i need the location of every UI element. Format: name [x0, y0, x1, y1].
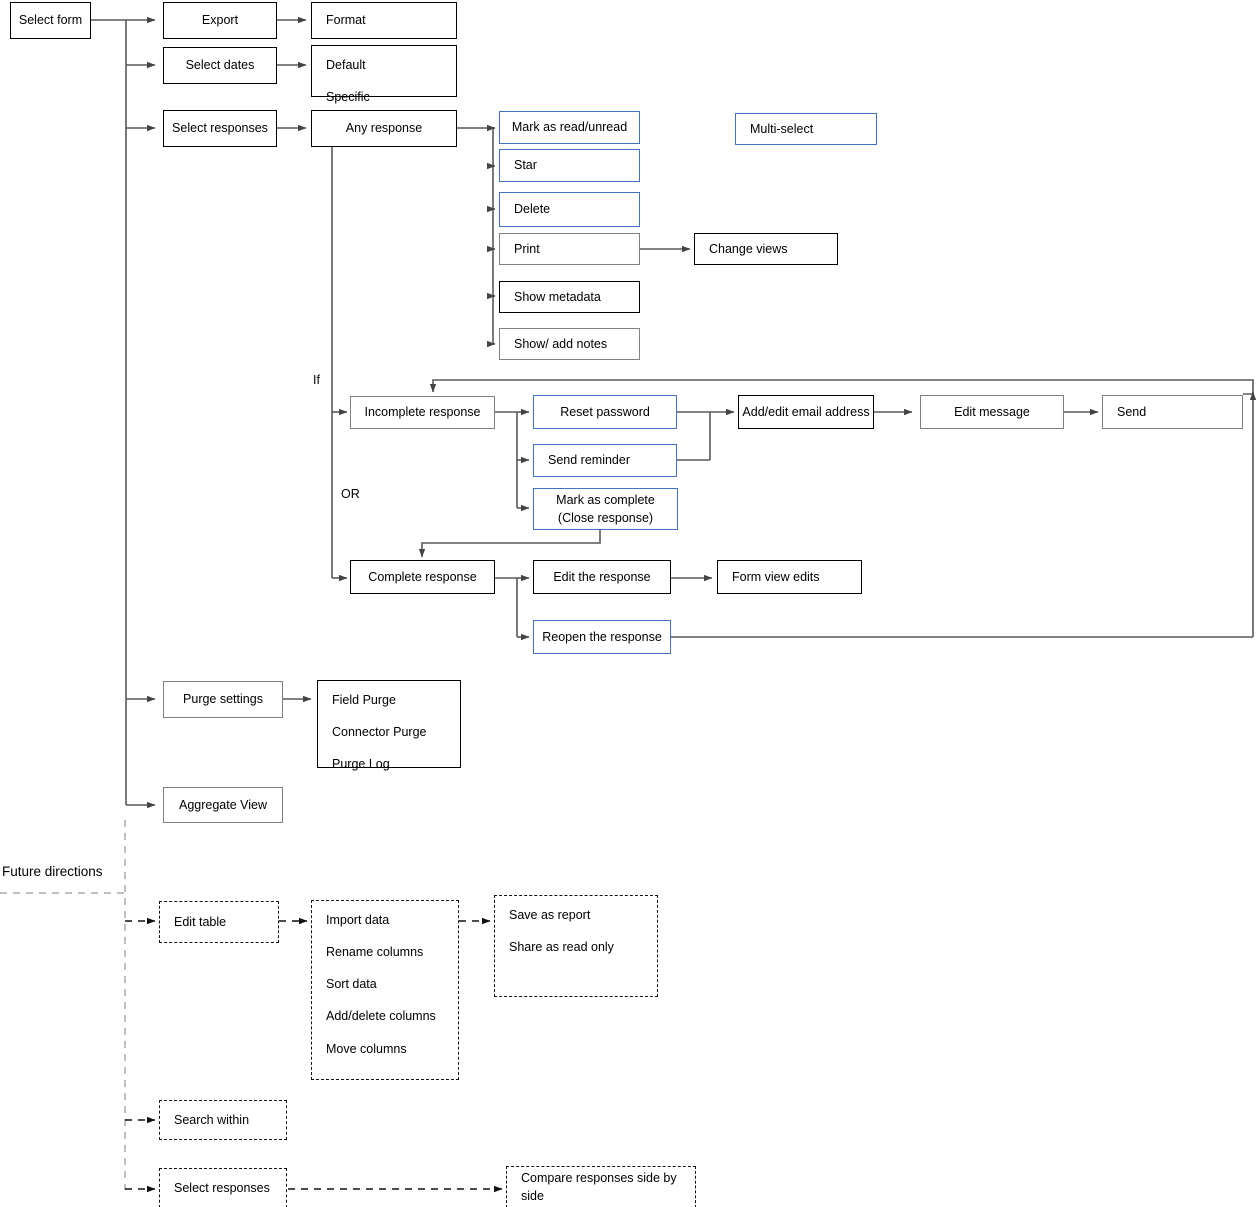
node-incomplete-response[interactable]: Incomplete response — [350, 396, 495, 429]
node-show-add-notes[interactable]: Show/ add notes — [499, 328, 640, 360]
node-reopen-the-response[interactable]: Reopen the response — [533, 620, 671, 654]
node-format[interactable]: Format — [311, 2, 457, 39]
node-purge-options[interactable]: Field Purge Connector Purge Purge Log — [317, 680, 461, 771]
node-label: Delete — [514, 202, 551, 217]
node-delete[interactable]: Delete — [499, 192, 640, 227]
node-label: Format — [326, 13, 366, 28]
node-label: Select form — [18, 13, 83, 28]
node-mark-as-complete[interactable]: Mark as complete (Close response) — [533, 488, 678, 530]
report-op-share-read-only: Share as read only — [509, 940, 614, 955]
node-select-dates[interactable]: Select dates — [163, 47, 277, 84]
node-label: Show/ add notes — [514, 336, 608, 351]
node-label: Any response — [345, 121, 423, 136]
node-label: Edit table — [174, 914, 227, 929]
node-label: Incomplete response — [364, 405, 481, 420]
node-select-form[interactable]: Select form — [10, 2, 91, 39]
node-select-responses[interactable]: Select responses — [163, 110, 277, 147]
node-label: Change views — [709, 241, 788, 256]
node-label: Add/edit email address — [742, 404, 870, 419]
node-label: Form view edits — [732, 569, 820, 584]
node-export[interactable]: Export — [163, 2, 277, 39]
date-option-specific: Specific — [326, 90, 370, 105]
node-complete-response[interactable]: Complete response — [350, 560, 495, 594]
node-edit-message[interactable]: Edit message — [920, 395, 1064, 429]
node-date-options[interactable]: Default Specific — [311, 45, 457, 104]
node-aggregate-view[interactable]: Aggregate View — [163, 787, 283, 823]
node-label: Show metadata — [514, 289, 601, 304]
node-select-responses-future[interactable]: Select responses — [159, 1168, 287, 1207]
table-op-sort-data: Sort data — [326, 977, 377, 992]
node-print[interactable]: Print — [499, 233, 640, 265]
node-mark-read-unread[interactable]: Mark as read/unread — [499, 111, 640, 144]
node-reset-password[interactable]: Reset password — [533, 395, 677, 429]
node-compare-responses[interactable]: Compare responses side by side — [506, 1166, 696, 1207]
node-label: Send — [1117, 404, 1147, 419]
node-send[interactable]: Send — [1102, 395, 1243, 429]
label-or: OR — [341, 487, 360, 501]
node-multi-select[interactable]: Multi-select — [735, 113, 877, 145]
node-label: Purge settings — [183, 692, 263, 707]
node-label: Complete response — [368, 569, 477, 584]
node-purge-settings[interactable]: Purge settings — [163, 681, 283, 718]
node-show-metadata[interactable]: Show metadata — [499, 281, 640, 313]
node-send-reminder[interactable]: Send reminder — [533, 444, 677, 477]
node-table-operations[interactable]: Import data Rename columns Sort data Add… — [311, 900, 459, 1080]
purge-option-connector: Connector Purge — [332, 725, 427, 740]
purge-option-log: Purge Log — [332, 757, 390, 772]
node-label: Multi-select — [750, 121, 814, 136]
node-label: Aggregate View — [178, 797, 268, 812]
node-label: Select responses — [174, 1180, 270, 1195]
node-label: Print — [514, 241, 540, 256]
table-op-move-columns: Move columns — [326, 1041, 407, 1056]
node-label: Mark as complete (Close response) — [556, 492, 655, 525]
node-label: Edit the response — [553, 569, 651, 584]
node-label: Edit message — [954, 404, 1030, 419]
node-edit-table[interactable]: Edit table — [159, 901, 279, 943]
node-label: Compare responses side by side — [521, 1170, 677, 1203]
node-label: Select dates — [185, 58, 255, 73]
table-op-import-data: Import data — [326, 913, 390, 927]
node-label: Search within — [174, 1112, 250, 1127]
date-option-default: Default — [326, 58, 366, 72]
node-add-edit-email-address[interactable]: Add/edit email address — [738, 395, 874, 429]
label-if: If — [313, 373, 320, 387]
node-label: Reopen the response — [542, 629, 662, 644]
node-label: Star — [514, 158, 537, 173]
node-any-response[interactable]: Any response — [311, 110, 457, 147]
table-op-rename-columns: Rename columns — [326, 945, 424, 960]
node-label: Mark as read/unread — [511, 120, 628, 135]
node-search-within[interactable]: Search within — [159, 1100, 287, 1140]
label-future-directions: Future directions — [2, 864, 103, 879]
table-op-add-delete-columns: Add/delete columns — [326, 1009, 436, 1024]
node-change-views[interactable]: Change views — [694, 233, 838, 265]
purge-option-field: Field Purge — [332, 693, 396, 707]
node-report-operations[interactable]: Save as report Share as read only — [494, 895, 658, 997]
report-op-save-as-report: Save as report — [509, 908, 591, 922]
node-label: Select responses — [172, 121, 268, 136]
node-label: Export — [201, 13, 239, 28]
node-label: Send reminder — [548, 453, 630, 468]
node-form-view-edits[interactable]: Form view edits — [717, 560, 862, 594]
node-star[interactable]: Star — [499, 149, 640, 182]
node-edit-the-response[interactable]: Edit the response — [533, 560, 671, 594]
node-label: Reset password — [560, 404, 650, 419]
